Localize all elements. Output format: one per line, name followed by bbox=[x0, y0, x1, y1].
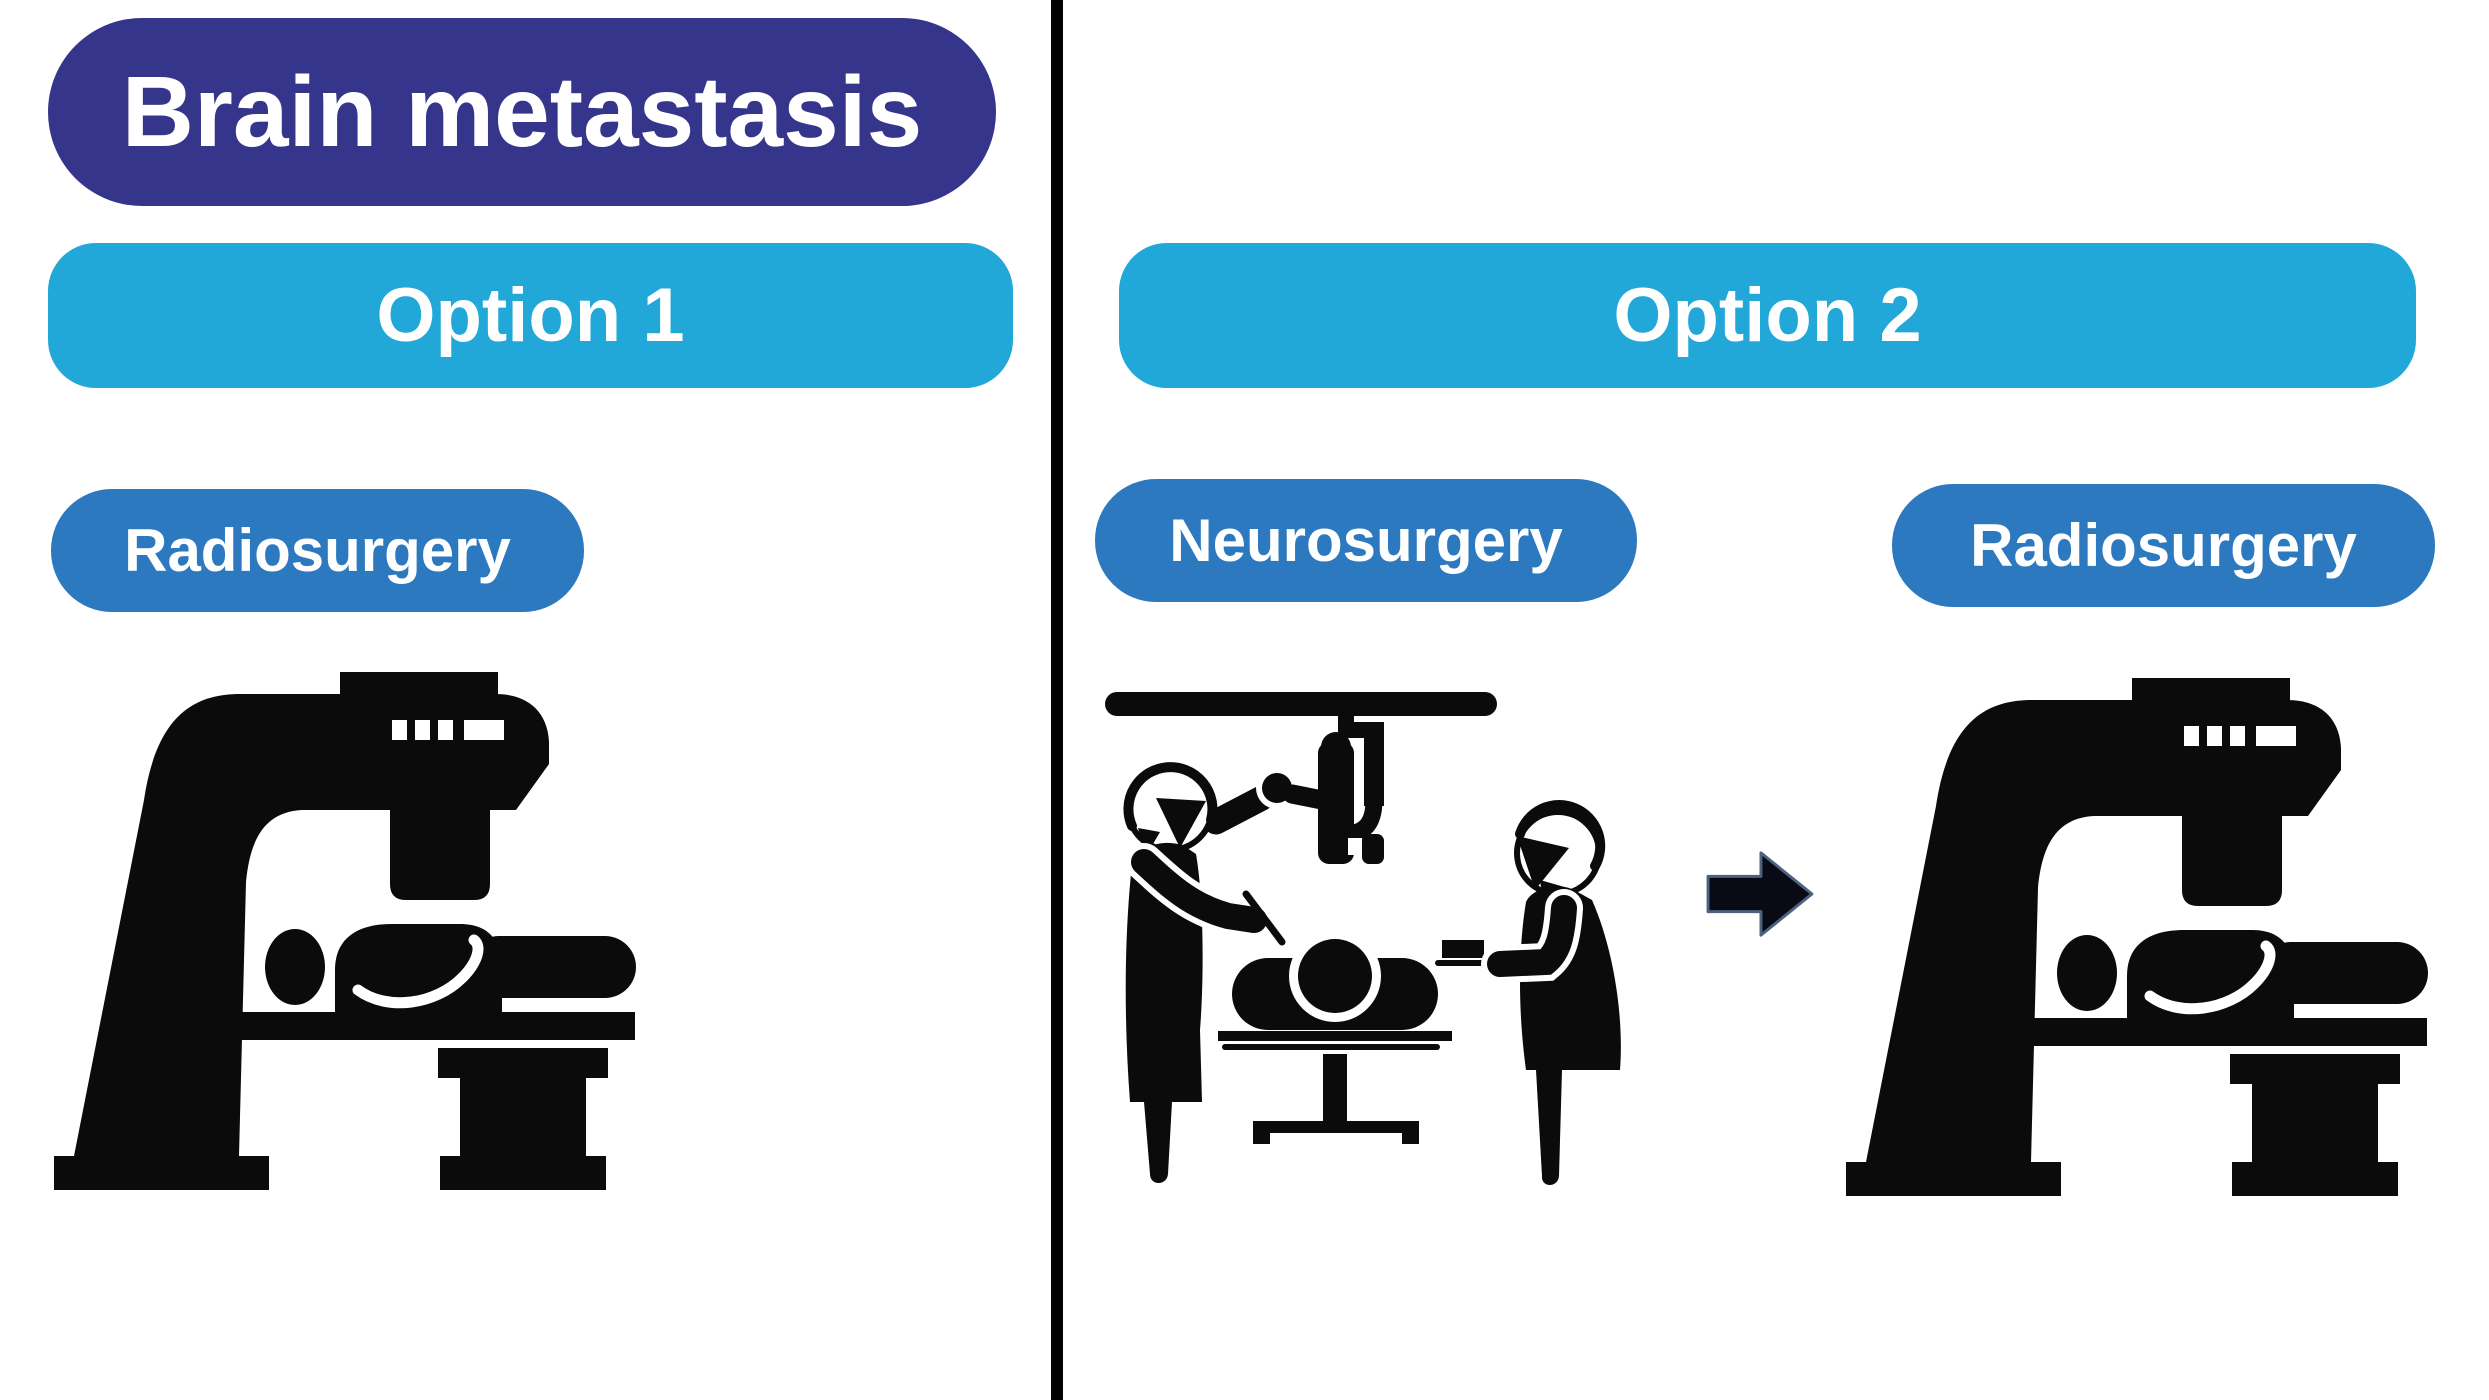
brain-metastasis-label: Brain metastasis bbox=[121, 56, 923, 168]
option2-label: Option 2 bbox=[1613, 272, 1922, 358]
radiosurgery-pill-option1: Radiosurgery bbox=[51, 489, 584, 612]
brain-metastasis-pill: Brain metastasis bbox=[48, 18, 996, 206]
radiotherapy-machine-icon bbox=[1832, 666, 2472, 1196]
radiosurgery-pill-option2: Radiosurgery bbox=[1892, 484, 2435, 607]
arrow-right-icon bbox=[1706, 851, 1814, 937]
option2-pill: Option 2 bbox=[1119, 243, 2416, 388]
column-divider bbox=[1051, 0, 1063, 1400]
radiotherapy-machine-icon bbox=[40, 660, 680, 1190]
radiosurgery-label: Radiosurgery bbox=[1970, 511, 2357, 579]
option1-pill: Option 1 bbox=[48, 243, 1013, 388]
neurosurgery-operation-icon bbox=[1105, 692, 1621, 1185]
option1-label: Option 1 bbox=[376, 272, 685, 358]
neurosurgery-pill: Neurosurgery bbox=[1095, 479, 1637, 602]
neurosurgery-label: Neurosurgery bbox=[1169, 506, 1563, 574]
radiosurgery-label: Radiosurgery bbox=[124, 516, 511, 584]
